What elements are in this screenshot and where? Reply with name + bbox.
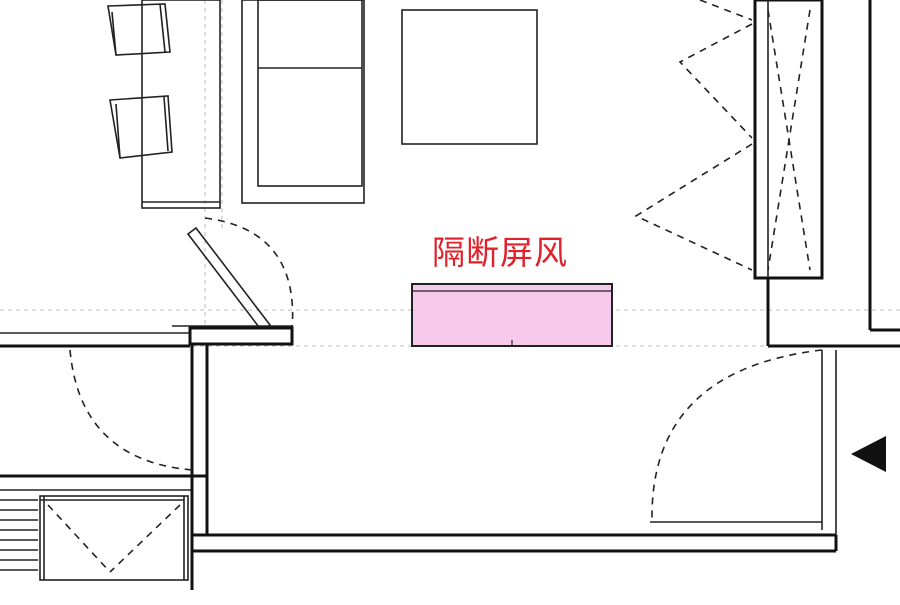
door-left-upper xyxy=(186,217,294,333)
door-entry xyxy=(651,349,823,521)
partition-screen xyxy=(411,283,613,347)
sofa xyxy=(241,0,365,204)
wall-right xyxy=(766,0,900,535)
chair-upper xyxy=(107,3,171,56)
chair-lower xyxy=(109,95,173,159)
partition-screen-label: 隔断屏风 xyxy=(432,233,568,272)
wardrobe xyxy=(753,0,824,280)
wall-lower-left xyxy=(0,332,209,535)
coffee-table xyxy=(401,9,538,145)
wall-left-stub xyxy=(172,325,294,346)
wall-hatch xyxy=(0,499,38,571)
shower-unit xyxy=(0,474,207,590)
door-left-lower xyxy=(69,349,193,471)
desk xyxy=(141,0,221,209)
entry-arrow-icon xyxy=(851,436,886,472)
wall-bottom xyxy=(192,521,838,553)
wardrobe-doors xyxy=(634,0,753,271)
